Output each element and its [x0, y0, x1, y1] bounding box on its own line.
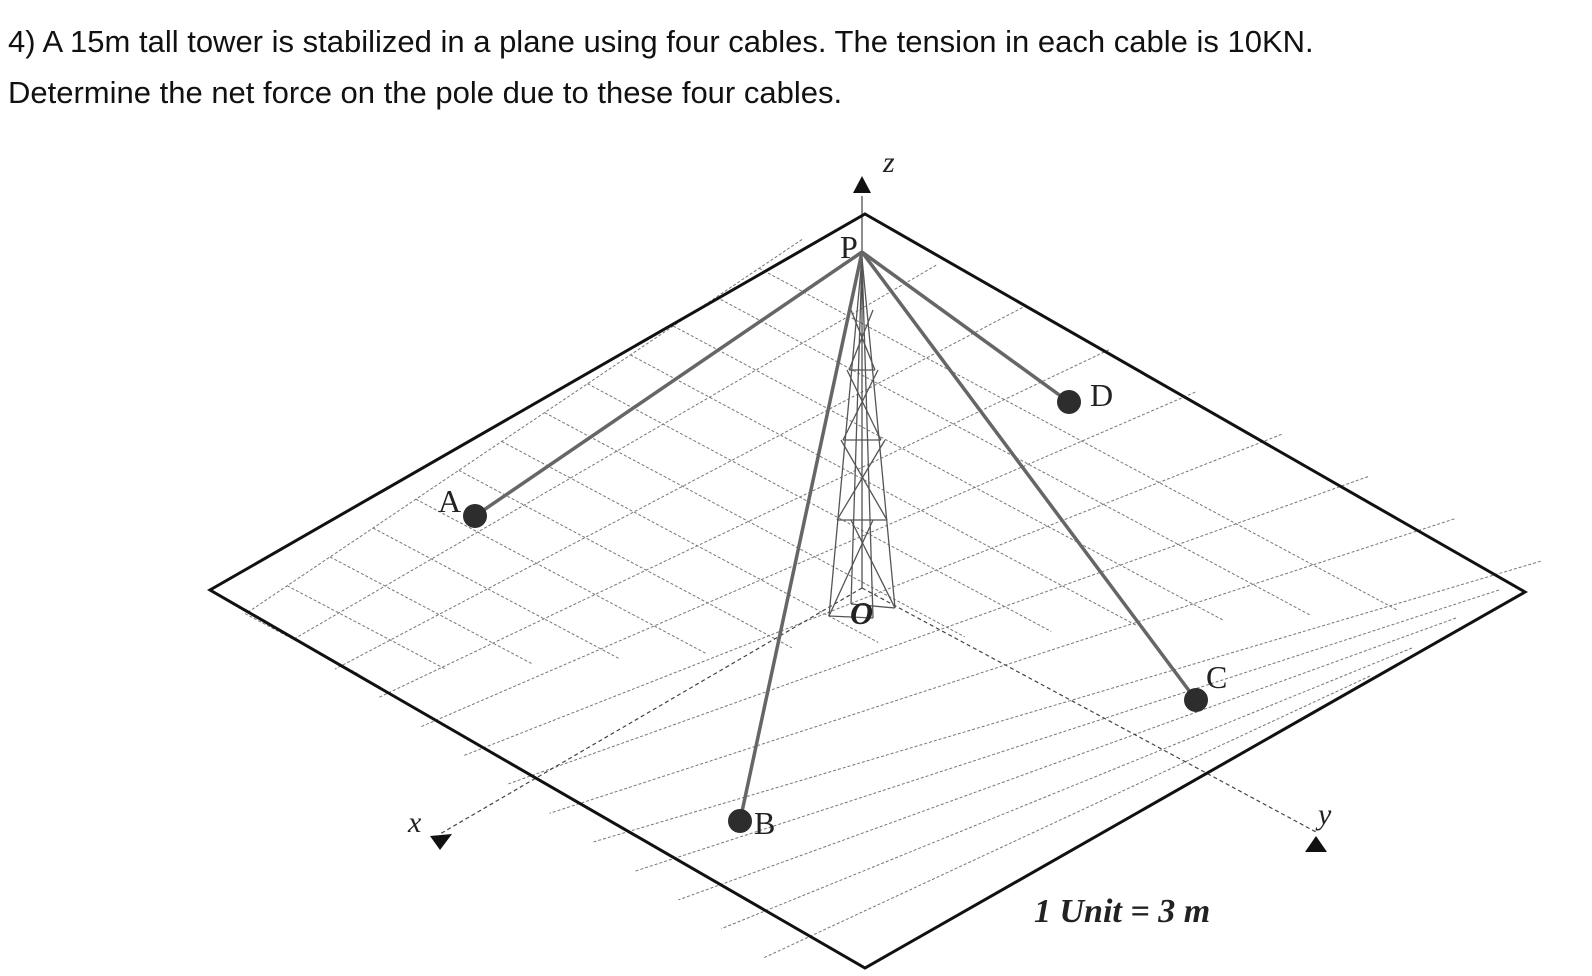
- scale-note: 1 Unit = 3 m: [1034, 893, 1210, 930]
- anchor-label-c: C: [1206, 659, 1227, 695]
- y-axis-arrow-icon: [1305, 836, 1327, 852]
- anchor-label-d: D: [1090, 377, 1113, 413]
- cables: [474, 250, 1198, 822]
- x-axis-arrow-icon: [430, 834, 452, 850]
- problem-line-1: 4) A 15m tall tower is stabilized in a p…: [8, 24, 1314, 59]
- anchor-point-a: [463, 504, 487, 528]
- y-axis-label: y: [1315, 798, 1332, 831]
- x-axis-label: x: [407, 806, 422, 839]
- cable-pd: [860, 250, 1071, 404]
- axes: [439, 196, 1317, 835]
- anchor-label-a: A: [438, 483, 461, 519]
- anchor-point-d: [1057, 390, 1081, 414]
- cable-pa: [474, 250, 863, 518]
- cable-pb: [738, 251, 864, 822]
- anchor-label-b: B: [754, 805, 775, 841]
- x-axis-line: [439, 587, 863, 835]
- y-axis-line: [861, 587, 1317, 833]
- z-axis-label: z: [882, 146, 895, 179]
- ground-grid: [244, 238, 1541, 959]
- ground-plane-border: [206, 212, 1529, 970]
- cable-pc: [860, 250, 1198, 702]
- anchor-point-b: [728, 809, 752, 833]
- origin-label: O: [850, 595, 873, 631]
- z-axis-arrow-icon: [853, 176, 871, 193]
- top-point-label: P: [840, 229, 858, 265]
- problem-line-2: Determine the net force on the pole due …: [8, 75, 843, 110]
- anchor-point-c: [1184, 688, 1208, 712]
- tower-structure: [828, 257, 896, 619]
- problem-statement: 4) A 15m tall tower is stabilized in a p…: [8, 16, 1568, 118]
